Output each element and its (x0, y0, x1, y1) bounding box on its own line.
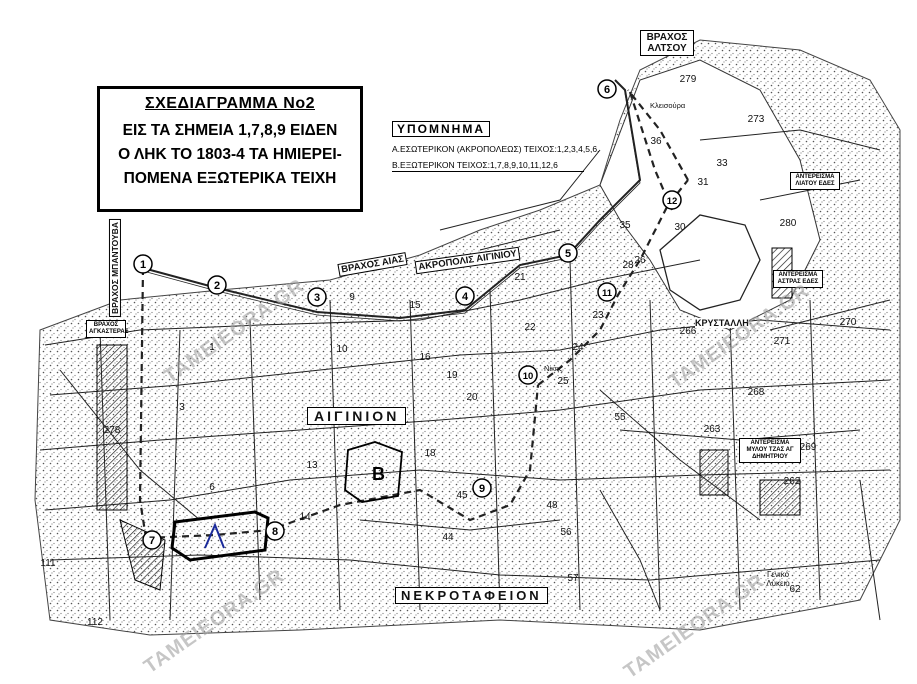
svg-text:1: 1 (140, 259, 146, 271)
label-aiginion: ΑΙΓΙΝΙΟΝ (307, 407, 407, 425)
point-2: 2 (207, 275, 227, 295)
point-5: 5 (558, 243, 578, 263)
svg-text:19: 19 (446, 370, 458, 381)
svg-text:273: 273 (748, 114, 765, 125)
area-a-mark (204, 522, 225, 549)
area-letter-b: Β (372, 464, 385, 484)
label-antereisma-mylou: ΑΝΤΕΡΕΙΣΜΑ ΜΥΛΟΥ ΤΖΑΣ ΑΓ ΔΗΜΗΤΡΙΟΥ (739, 438, 801, 463)
label-antereisma-astras: ΑΝΤΕΡΕΙΣΜΑ ΑΣΤΡΑΣ ΕΔΕΣ (773, 270, 823, 288)
svg-text:57: 57 (567, 573, 579, 584)
svg-text:271: 271 (774, 336, 791, 347)
title-line-2: ΕΙΣ ΤΑ ΣΗΜΕΙΑ 1,7,8,9 ΕΙΔΕΝ (122, 122, 338, 139)
svg-text:262: 262 (784, 476, 801, 487)
svg-text:26: 26 (634, 255, 646, 266)
inner-wall (142, 79, 642, 322)
svg-text:33: 33 (716, 158, 728, 169)
svg-text:35: 35 (619, 220, 631, 231)
svg-text:1: 1 (209, 342, 215, 353)
svg-text:20: 20 (466, 392, 478, 403)
label-vrachos-agkastera: ΒΡΑΧΟΣ ΑΓΚΑΣΤΕΡΑΣ (86, 320, 128, 338)
legend-item-b: Β.ΕΞΩΤΕΡΙΚΟΝ ΤΕΙΧΟΣ:1,7,8,9,10,11,12,6 (392, 160, 584, 172)
svg-text:16: 16 (419, 352, 431, 363)
svg-text:4: 4 (462, 291, 469, 303)
svg-text:10: 10 (523, 371, 534, 382)
svg-text:56: 56 (560, 527, 572, 538)
svg-text:3: 3 (179, 402, 185, 413)
label-vrachos-altsou: ΒΡΑΧΟΣ ΑΛΤΣΟΥ (640, 30, 694, 56)
svg-text:279: 279 (680, 74, 697, 85)
svg-text:6: 6 (604, 84, 610, 96)
svg-text:2: 2 (214, 280, 220, 292)
svg-text:278: 278 (104, 425, 121, 436)
svg-text:263: 263 (704, 424, 721, 435)
title-line-4: ΠΟΜΕΝΑ ΕΞΩΤΕΡΙΚΑ ΤΕΙΧΗ (123, 170, 337, 187)
svg-text:268: 268 (748, 387, 765, 398)
svg-text:13: 13 (306, 460, 318, 471)
svg-text:10: 10 (336, 344, 348, 355)
svg-text:31: 31 (697, 177, 709, 188)
title-heading: ΣΧΕΔΙΑΓΡΑΜΜΑ Νο2 (145, 95, 315, 112)
svg-text:62: 62 (789, 584, 801, 595)
block-numbers: 1 3 6 9 10 13 14 15 16 18 19 20 21 22 23… (40, 74, 856, 628)
svg-text:45: 45 (456, 490, 468, 501)
title-line-3: Ο ΛΗΚ ΤΟ 1803-4 ΤΑ ΗΜΙΕΡΕΙ- (118, 146, 342, 163)
svg-text:18: 18 (424, 448, 436, 459)
svg-text:15: 15 (409, 300, 421, 311)
svg-text:8: 8 (272, 526, 278, 538)
svg-text:280: 280 (780, 218, 797, 229)
label-nikis: Νίκης (544, 364, 563, 373)
svg-text:28: 28 (622, 260, 634, 271)
svg-text:25: 25 (557, 376, 569, 387)
svg-text:22: 22 (524, 322, 536, 333)
svg-text:12: 12 (667, 196, 678, 207)
point-6: 6 (597, 79, 617, 99)
point-12: 12 (662, 190, 682, 210)
point-3: 3 (307, 287, 327, 307)
label-antereisma-liatou: ΑΝΤΕΡΕΙΣΜΑ ΛΙΑΤΟΥ ΕΔΕΣ (790, 172, 840, 190)
point-1: 1 (133, 254, 153, 274)
point-7: 7 (142, 530, 162, 550)
label-krystalli: ΚΡΥΣΤΑΛΛΗ (695, 318, 749, 328)
point-4: 4 (455, 286, 475, 306)
svg-text:44: 44 (442, 532, 454, 543)
svg-text:24: 24 (572, 342, 584, 353)
legend-title: ΥΠΟΜΝΗΜΑ (392, 121, 490, 137)
svg-text:3: 3 (314, 292, 320, 304)
area-a-outline (170, 510, 270, 562)
label-vrachos-mpantouva: ΒΡΑΧΟΣ ΜΠΑΝΤΟΥΒΑ (108, 219, 121, 317)
label-nekrotafeion: ΝΕΚΡΟΤΑΦΕΙΟΝ (395, 587, 548, 604)
wall-points: 1 2 3 4 5 6 7 8 9 10 11 12 (133, 79, 682, 550)
svg-text:112: 112 (87, 617, 103, 628)
svg-text:269: 269 (800, 442, 817, 453)
legend: ΥΠΟΜΝΗΜΑ Α.ΕΣΩΤΕΡΙΚΟΝ (ΑΚΡΟΠΟΛΕΩΣ) ΤΕΙΧΟ… (392, 120, 599, 172)
title-box: ΣΧΕΔΙΑΓΡΑΜΜΑ Νο2 ΕΙΣ ΤΑ ΣΗΜΕΙΑ 1,7,8,9 Ε… (97, 86, 363, 212)
svg-text:9: 9 (349, 292, 355, 303)
label-geniko-lykeio: Γενικό Λύκειο (766, 570, 790, 588)
label-kleisoura: Κλεισούρα (650, 101, 686, 110)
svg-text:36: 36 (650, 136, 662, 147)
svg-text:270: 270 (840, 317, 857, 328)
area-b-outline (344, 441, 403, 503)
svg-text:9: 9 (479, 483, 485, 495)
svg-text:7: 7 (149, 535, 155, 547)
point-11: 11 (597, 282, 617, 302)
svg-text:21: 21 (514, 272, 526, 283)
svg-text:266: 266 (680, 326, 697, 337)
svg-text:48: 48 (546, 500, 558, 511)
point-9: 9 (472, 478, 492, 498)
svg-text:5: 5 (565, 248, 571, 260)
legend-item-a: Α.ΕΣΩΤΕΡΙΚΟΝ (ΑΚΡΟΠΟΛΕΩΣ) ΤΕΙΧΟΣ:1,2,3,4… (392, 144, 600, 154)
svg-text:30: 30 (674, 222, 686, 233)
svg-text:6: 6 (209, 482, 215, 493)
svg-text:55: 55 (614, 412, 626, 423)
point-8: 8 (265, 521, 285, 541)
svg-text:11: 11 (602, 288, 613, 299)
svg-text:14: 14 (299, 512, 311, 523)
svg-text:111: 111 (40, 558, 56, 569)
point-10: 10 (518, 365, 538, 385)
city-map: 1 2 3 4 5 6 7 8 9 10 11 12 Β 1 3 6 9 10 … (34, 39, 901, 636)
svg-text:23: 23 (592, 310, 604, 321)
streets (39, 129, 891, 621)
